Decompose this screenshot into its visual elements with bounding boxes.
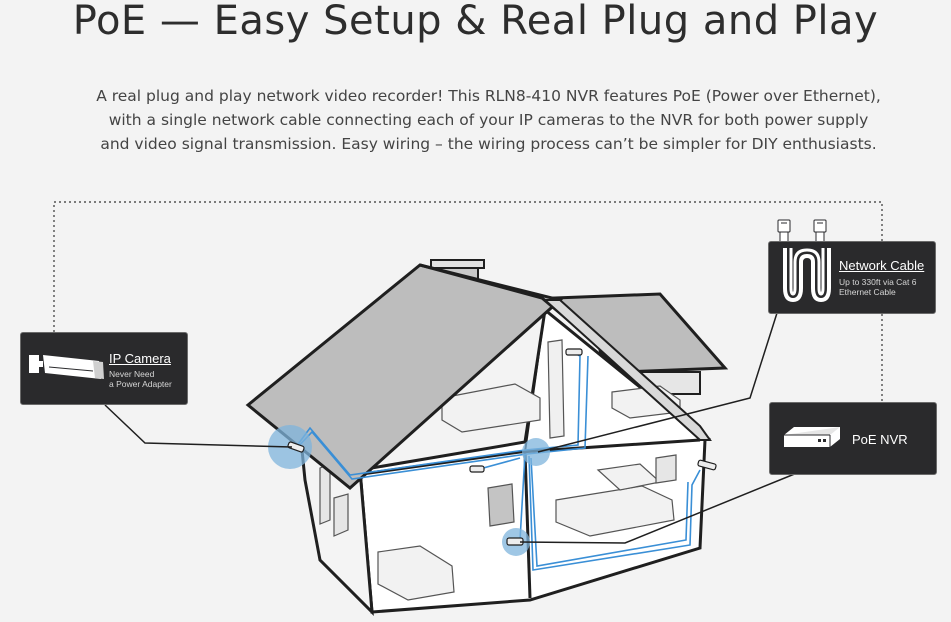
main-roof (245, 263, 712, 490)
ip-camera-card: IP Camera Never Need a Power Adapter (20, 332, 188, 405)
network-cable-label: Network Cable (839, 258, 925, 273)
page-description: A real plug and play network video recor… (96, 87, 881, 153)
ip-camera-label: IP Camera (109, 351, 171, 366)
leader-lines (104, 312, 798, 544)
nvr-card: PoE NVR (769, 402, 937, 475)
dotted-connector (53, 201, 883, 402)
nvr-label: PoE NVR (852, 432, 908, 447)
ip-camera-line1: Never Need (109, 369, 155, 379)
nvr-icon (784, 427, 840, 447)
network-cable-card: Network Cable Up to 330ft via Cat 6 Ethe… (768, 241, 936, 314)
page-title: PoE — Easy Setup & Real Plug and Play (72, 0, 879, 44)
highlight-cable (522, 438, 550, 466)
cable-icon (783, 248, 831, 303)
house-camera-icon (287, 348, 717, 546)
cable-connector-icon (777, 219, 827, 243)
ip-camera-line2: a Power Adapter (109, 379, 172, 389)
network-cable-line2: Ethernet Cable (839, 287, 896, 297)
camera-icon (29, 355, 104, 379)
network-cable-line1: Up to 330ft via Cat 6 (839, 277, 917, 287)
